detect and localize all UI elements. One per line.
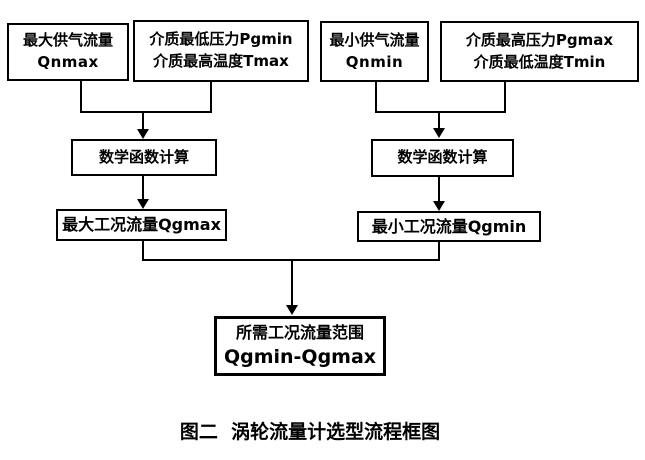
node-result: 所需工况流量范围 Qgmin-Qgmax xyxy=(214,316,386,376)
node-qnmin-line2: Qnmin xyxy=(345,52,404,71)
node-math-calc-right: 数学函数计算 xyxy=(371,139,514,177)
node-pgmax-tmin-line2: 介质最低温度Tmin xyxy=(473,52,606,71)
node-math-calc-right-label: 数学函数计算 xyxy=(397,148,488,167)
figure-caption: 图二 涡轮流量计选型流程框图 xyxy=(179,421,441,443)
arrowhead-to-math-right-icon xyxy=(433,128,445,138)
connector-pgmin-tmax-down xyxy=(210,81,212,113)
arrowhead-to-result-icon xyxy=(286,305,298,315)
node-math-calc-left-label: 数学函数计算 xyxy=(98,147,189,166)
node-qgmin: 最小工况流量Qgmin xyxy=(357,211,541,242)
node-qgmax: 最大工况流量Qgmax xyxy=(56,209,227,241)
node-math-calc-left: 数学函数计算 xyxy=(71,139,217,176)
connector-math-left-to-qgmax xyxy=(142,176,144,200)
arrowhead-to-qgmin-icon xyxy=(433,201,445,211)
connector-right-merge-stem xyxy=(438,112,440,129)
connector-pgmax-tmin-down xyxy=(504,81,506,113)
node-qnmax: 最大供气流量 Qnmax xyxy=(7,23,129,81)
connector-qgmax-down xyxy=(142,241,144,261)
node-pgmax-tmin-line1: 介质最高压力Pgmax xyxy=(465,30,614,49)
connector-math-right-to-qgmin xyxy=(438,177,440,202)
node-pgmin-tmax-line2: 介质最高温度Tmax xyxy=(153,52,289,70)
arrowhead-to-math-left-icon xyxy=(137,129,149,139)
node-pgmin-tmax: 介质最低压力Pgmin 介质最高温度Tmax xyxy=(133,20,309,82)
connector-bottom-merge-horizontal xyxy=(142,259,440,261)
node-result-line1: 所需工况流量范围 xyxy=(235,322,364,342)
node-qnmin-line1: 最小供气流量 xyxy=(329,30,420,49)
node-qnmax-line1: 最大供气流量 xyxy=(22,31,113,50)
connector-qgmin-down xyxy=(438,242,440,261)
connector-qnmax-down xyxy=(80,80,82,113)
arrowhead-to-qgmax-icon xyxy=(137,199,149,209)
node-qnmin: 最小供气流量 Qnmin xyxy=(320,21,429,82)
connector-right-merge-horizontal xyxy=(375,111,506,113)
node-pgmax-tmin: 介质最高压力Pgmax 介质最低温度Tmin xyxy=(440,21,639,82)
connector-left-merge-stem xyxy=(142,112,144,130)
node-qgmax-label: 最大工况流量Qgmax xyxy=(62,215,221,235)
node-qnmax-line2: Qnmax xyxy=(37,53,99,71)
connector-left-merge-horizontal xyxy=(80,111,212,113)
connector-bottom-merge-stem xyxy=(291,261,293,306)
node-pgmin-tmax-line1: 介质最低压力Pgmin xyxy=(149,30,293,49)
node-qgmin-label: 最小工况流量Qgmin xyxy=(371,216,527,236)
node-result-line2: Qgmin-Qgmax xyxy=(223,345,377,368)
connector-qnmin-down xyxy=(375,81,377,113)
